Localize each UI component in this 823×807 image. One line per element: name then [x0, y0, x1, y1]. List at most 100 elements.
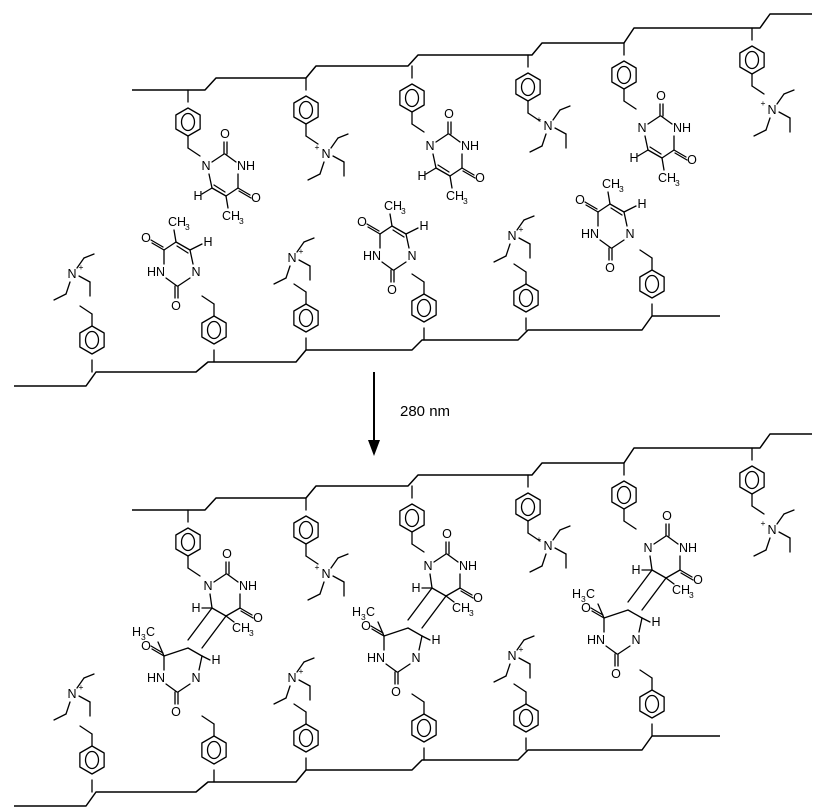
thymine-o2: O [656, 89, 666, 103]
dimer-n1-upper: N [203, 579, 212, 593]
bond-line [319, 161, 325, 175]
thymine-ch3-ch: CH [602, 177, 620, 191]
bond-line [392, 229, 405, 238]
dimer-h-lower: H [211, 653, 220, 667]
bond-line [303, 237, 315, 243]
bond-line [660, 115, 673, 125]
benzene-outer [399, 83, 425, 113]
benzene-aromatic-circle [84, 330, 100, 350]
dimer-o2-upper: O [442, 527, 452, 541]
thymine-o4: O [575, 193, 585, 207]
bond-line [303, 657, 315, 663]
thymine-n3h: HN [581, 227, 599, 241]
dimer-n3h-upper: NH [679, 541, 697, 555]
bond-line [623, 205, 637, 213]
benzene-outer [399, 503, 425, 533]
pendant-ch2-link [639, 249, 653, 259]
benzene-outer [201, 735, 227, 765]
benzene-outer [293, 515, 319, 545]
bond-line [753, 129, 767, 137]
benzene-aromatic-circle [416, 718, 432, 738]
polymer-backbone-bottom [14, 315, 720, 387]
bond-line [337, 133, 349, 139]
bond-line [661, 157, 665, 171]
dimer-ch3-lower-sub: 3 [141, 632, 146, 642]
benzene-outer [293, 303, 319, 333]
bond-line [163, 647, 189, 657]
bond-line [330, 137, 339, 149]
pendant-benzene [399, 503, 425, 533]
benzene-aromatic-circle [206, 320, 222, 340]
dimer-o2-upper: O [222, 547, 232, 561]
ammonium-charge: + [315, 562, 320, 572]
ammonium-n: N [321, 147, 330, 161]
dimer-ch3-upper-ch: CH [672, 583, 690, 597]
bond-line [554, 127, 567, 135]
bond-line [198, 655, 203, 671]
bond-line [765, 537, 771, 551]
bond-line [448, 133, 461, 143]
thymine-ch3-sub: 3 [619, 184, 624, 194]
pendant-benzene [201, 315, 227, 345]
bond-line [584, 201, 598, 210]
bond-line [649, 555, 653, 571]
dimer-h-lower: H [431, 633, 440, 647]
bond-line [150, 239, 164, 248]
bond-line [187, 607, 213, 641]
bond-line [638, 617, 643, 633]
ammonium-charge: + [761, 98, 766, 108]
bond-line [211, 607, 227, 617]
bond-line [653, 535, 667, 545]
bond-line [599, 239, 612, 249]
bond-line [559, 105, 571, 111]
bond-line [381, 261, 394, 271]
dimer-h-lower: H [651, 615, 660, 629]
bond-line [224, 153, 237, 163]
benzene-aromatic-circle [404, 88, 420, 108]
bond-line [641, 577, 667, 611]
bond-line [238, 190, 252, 199]
thymine-n3h: NH [461, 139, 479, 153]
bond-line [296, 241, 305, 253]
ammonium-n: N [67, 687, 76, 701]
pendant-benzene [293, 723, 319, 753]
bond-line [150, 645, 164, 654]
pendant-benzene [739, 45, 765, 75]
bond-line [332, 575, 345, 583]
bond-line [78, 695, 91, 703]
bond-line [541, 133, 547, 147]
bond-line [165, 683, 178, 693]
thymine-h6: H [417, 169, 426, 183]
thymine-h6: H [629, 151, 638, 165]
pendant-benzene [411, 713, 437, 743]
bond-line [211, 153, 225, 163]
benzene-aromatic-circle [298, 100, 314, 120]
pendant-benzene [79, 325, 105, 355]
pendant-benzene [739, 465, 765, 495]
benzene-outer [293, 723, 319, 753]
pendant-benzene [293, 515, 319, 545]
bond-line [397, 663, 411, 673]
ammonium-n: N [543, 119, 552, 133]
bond-line [225, 607, 241, 617]
bond-line [516, 219, 525, 231]
benzene-aromatic-circle [404, 508, 420, 528]
bond-line [597, 603, 605, 619]
bond-line [298, 259, 311, 267]
ammonium-top-3: N+ [753, 509, 795, 557]
dimer-o4-lower: O [141, 639, 151, 653]
benzene-outer [739, 45, 765, 75]
benzene-aromatic-circle [518, 708, 534, 728]
bond-line [307, 593, 321, 601]
bond-line [437, 164, 450, 173]
bond-line [617, 645, 631, 655]
bond-line [433, 553, 447, 563]
bond-line [201, 187, 213, 195]
dimer-ch3-upper-sub: 3 [469, 608, 474, 618]
bond-line [753, 549, 767, 557]
dimer-h-upper: H [411, 581, 420, 595]
benzene-aromatic-circle [744, 470, 760, 490]
dimer-n3h-upper: NH [459, 559, 477, 573]
benzene-aromatic-circle [644, 694, 660, 714]
ammonium-charge: + [315, 142, 320, 152]
